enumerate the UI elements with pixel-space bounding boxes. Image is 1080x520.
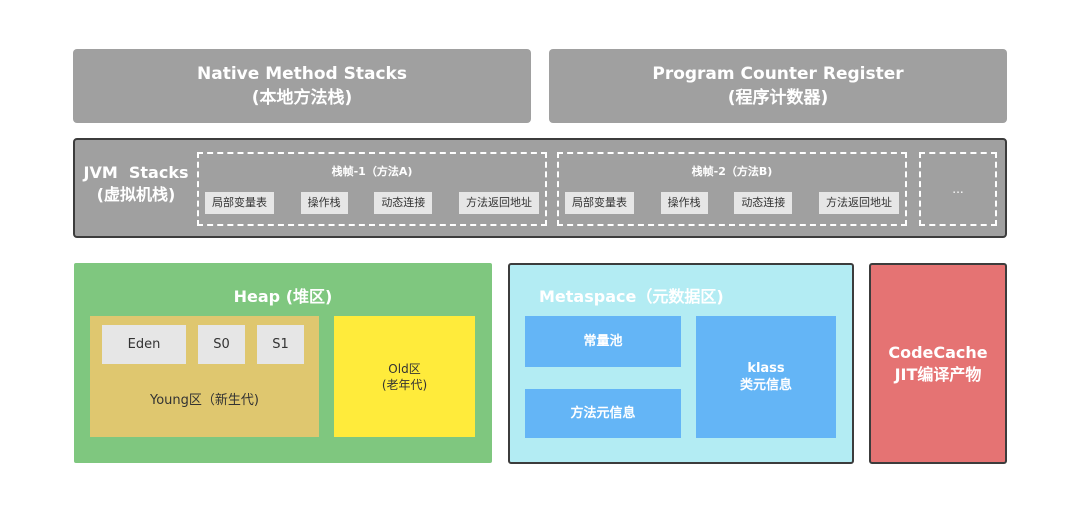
young-generation-label: Young区（新生代) [150, 393, 259, 408]
klass-subtitle: 类元信息 [739, 378, 792, 393]
eden-box: Eden [102, 325, 186, 364]
old-generation-box: Old区 (老年代) [334, 316, 475, 437]
constant-pool-label: 常量池 [583, 334, 623, 349]
klass-label: klass [747, 361, 785, 376]
jvm-stacks-title-line2: (虚拟机栈) [96, 185, 176, 204]
codecache-title: CodeCache [888, 342, 988, 362]
metaspace-title: Metaspace（元数据区) [539, 287, 724, 306]
old-generation-subtitle: (老年代) [381, 377, 428, 392]
heap-box: Heap (堆区) Eden S0 S1 Young区（新生代) Old区 (老… [74, 263, 492, 463]
frame-1-dynamic-linking: 动态连接 [374, 192, 433, 214]
program-counter-register-title: Program Counter Register [652, 64, 904, 84]
frame-1-local-variable-table: 局部变量表 [205, 192, 274, 214]
codecache-subtitle: JIT编译产物 [894, 364, 982, 384]
survivor-s1-box: S1 [257, 325, 304, 364]
stack-frame-ellipsis: ... [952, 182, 964, 196]
stack-frame-more: ... [919, 152, 997, 226]
frame-2-operand-stack: 操作栈 [660, 192, 708, 214]
native-method-stacks-title: Native Method Stacks [197, 64, 407, 84]
klass-metadata-box: klass 类元信息 [696, 316, 836, 438]
frame-1-operand-stack: 操作栈 [300, 192, 348, 214]
stack-frame-1-title: 栈帧-1（方法A) [331, 165, 413, 178]
program-counter-register-box: Program Counter Register (程序计数器) [549, 49, 1007, 123]
program-counter-register-subtitle: (程序计数器) [727, 88, 829, 108]
old-generation-title: Old区 [388, 361, 421, 376]
native-method-stacks-subtitle: (本地方法栈) [251, 88, 353, 108]
survivor-s0-box: S0 [198, 325, 245, 364]
heap-title: Heap (堆区) [233, 287, 333, 306]
codecache-box: CodeCache JIT编译产物 [869, 263, 1007, 464]
frame-2-return-address: 方法返回地址 [818, 192, 899, 214]
stack-frame-2-title: 栈帧-2（方法B) [691, 165, 773, 178]
stack-frame-1: 栈帧-1（方法A) 局部变量表 操作栈 动态连接 方法返回地址 [197, 152, 547, 226]
metaspace-box: Metaspace（元数据区) 常量池 方法元信息 klass 类元信息 [508, 263, 854, 464]
frame-1-return-address: 方法返回地址 [458, 192, 539, 214]
jvm-stacks-title: JVM Stacks (虚拟机栈) [75, 162, 197, 206]
method-metadata-box: 方法元信息 [525, 389, 681, 438]
frame-2-dynamic-linking: 动态连接 [734, 192, 793, 214]
constant-pool-box: 常量池 [525, 316, 681, 367]
jvm-stacks-box: JVM Stacks (虚拟机栈) 栈帧-1（方法A) 局部变量表 操作栈 动态… [73, 138, 1007, 238]
stack-frame-2: 栈帧-2（方法B) 局部变量表 操作栈 动态连接 方法返回地址 [557, 152, 907, 226]
method-metadata-label: 方法元信息 [570, 406, 636, 421]
jvm-stacks-title-line1: JVM Stacks [83, 163, 189, 182]
young-generation-box: Eden S0 S1 Young区（新生代) [90, 316, 319, 437]
native-method-stacks-box: Native Method Stacks (本地方法栈) [73, 49, 531, 123]
frame-2-local-variable-table: 局部变量表 [565, 192, 634, 214]
